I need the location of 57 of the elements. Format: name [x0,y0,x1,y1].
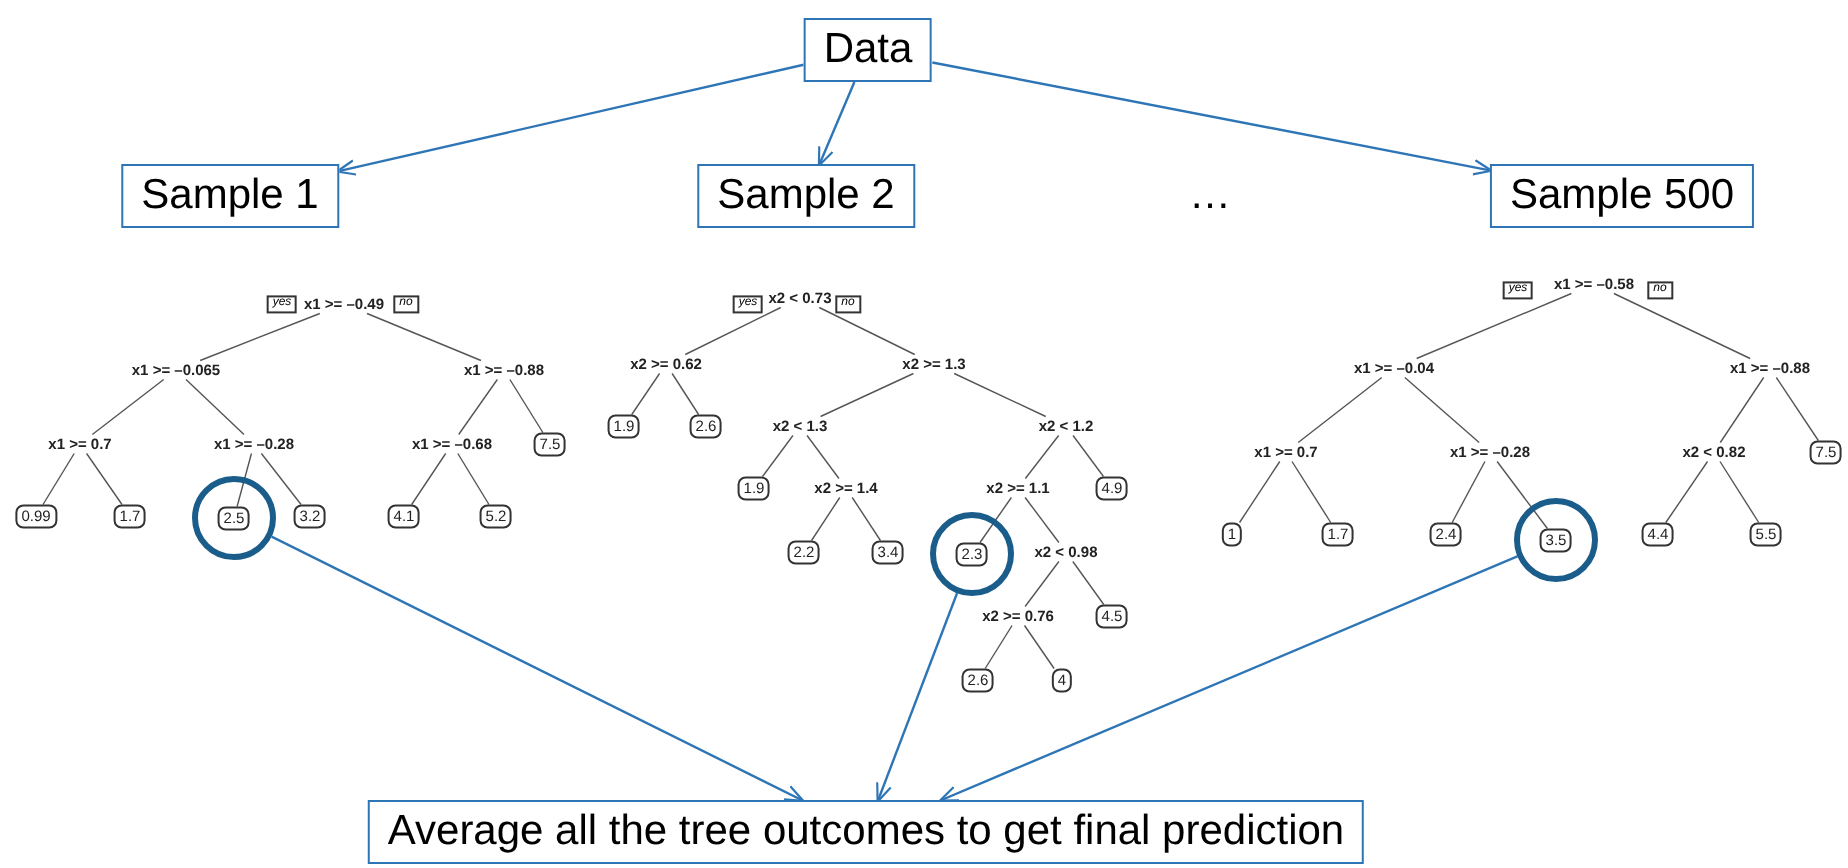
text-box: Data [803,18,933,82]
tree-branch [1024,560,1060,608]
arrow [271,535,805,802]
tree-branch [1613,292,1751,360]
tree-branch [671,372,700,416]
tree-branch [1496,460,1549,530]
tree-branch [1291,460,1332,524]
ellipsis: … [1189,172,1231,220]
tree-branch [1024,434,1060,480]
tree-branch [851,496,882,542]
tree-branch [819,372,915,418]
highlight-circle [930,512,1014,596]
tree-branch [1719,376,1765,444]
tree-branch [810,496,841,542]
tree-branch [953,372,1047,418]
arrow [335,63,804,176]
arrow [932,61,1493,176]
tree-branch [761,434,794,478]
tree-branch [1665,460,1709,524]
tree-branch [42,452,75,506]
tree-branch [185,378,245,436]
tree-branch [457,452,490,506]
tree-branch [984,624,1013,670]
text-box: Sample 500 [1489,164,1755,228]
tree-branch [85,452,123,506]
text-box: Sample 1 [121,164,339,228]
text-box: Sample 2 [697,164,915,228]
highlight-circle [1514,498,1598,582]
tree-branch [366,312,482,362]
tree-branch [91,378,165,436]
text-box: Average all the tree outcomes to get final prediction [367,800,1365,864]
tree-branch [458,378,498,436]
tree-branch [509,378,544,434]
tree-branch [1719,460,1760,524]
tree-branch [410,452,447,506]
tree-branch [1024,496,1060,544]
tree-branch [199,312,321,362]
arrow [817,81,856,167]
tree-branch [818,306,916,356]
tree-branch [260,452,302,506]
highlight-circle [192,476,276,560]
tree-branch [1238,460,1281,524]
tree-branch [1297,376,1383,444]
tree-branch [684,306,782,356]
tree-branch [631,372,661,416]
tree-branch [1072,434,1105,478]
tree-branch [979,496,1013,544]
tree-branch [1072,560,1105,606]
tree-branch [1404,376,1480,444]
arrow [938,555,1518,802]
tree-branch [1775,376,1820,442]
tree-branch [1415,292,1573,360]
arrow [876,592,959,803]
tree-branch [1451,460,1486,524]
tree-branch [1023,624,1055,670]
tree-branch [806,434,840,480]
tree-branch [236,452,253,508]
